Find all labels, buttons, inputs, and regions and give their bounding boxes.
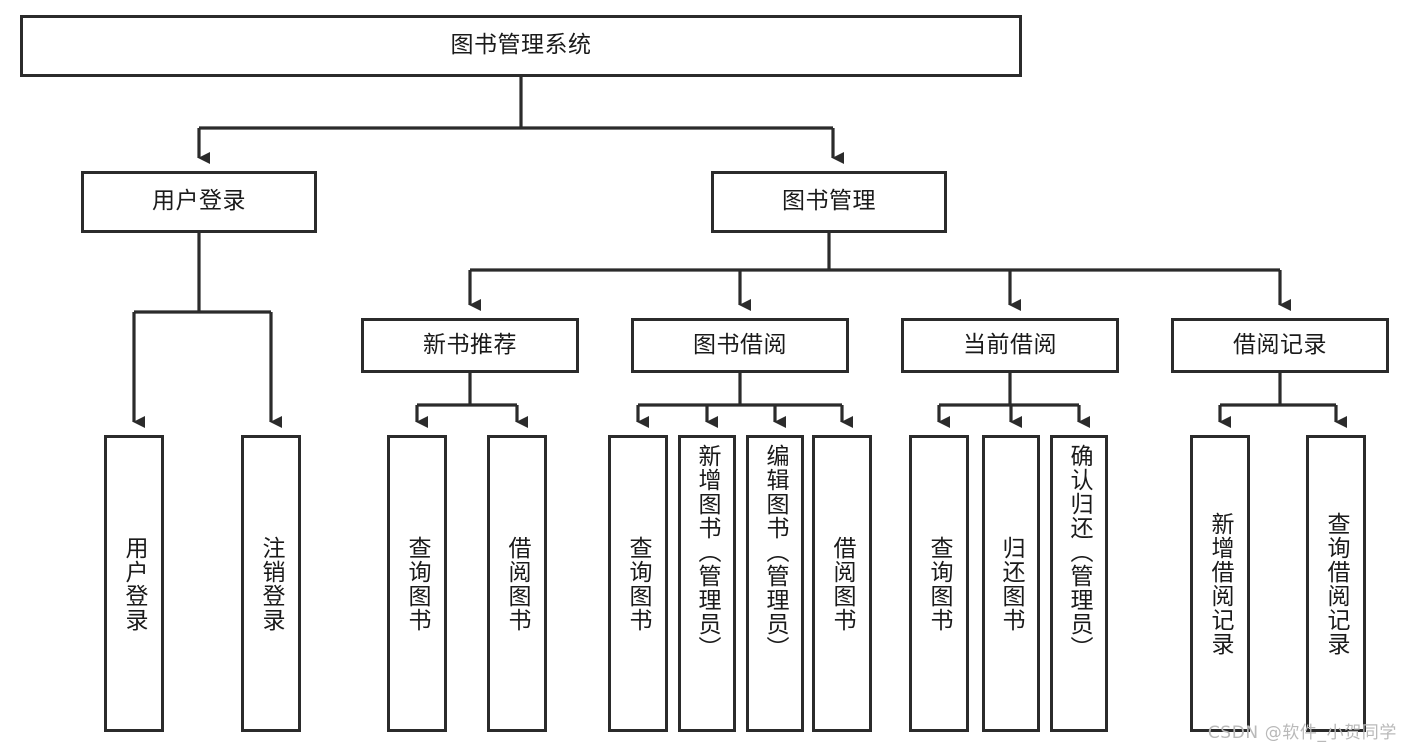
node-leaf-record-query[interactable]: 查询借阅记录 bbox=[1306, 435, 1366, 732]
node-leaf-current-return-book[interactable]: 归还图书 bbox=[982, 435, 1040, 732]
node-leaf-current-confirm-return-label: 确认归还（管理员） bbox=[1066, 444, 1093, 660]
node-leaf-rec-query-book-label: 查询图书 bbox=[404, 535, 431, 632]
node-leaf-current-query-book[interactable]: 查询图书 bbox=[909, 435, 969, 732]
node-borrow-record[interactable]: 借阅记录 bbox=[1171, 318, 1389, 373]
node-leaf-rec-query-book[interactable]: 查询图书 bbox=[387, 435, 447, 732]
csdn-watermark: CSDN @软件_小贺同学 bbox=[1207, 723, 1397, 743]
node-leaf-record-add-label: 新增借阅记录 bbox=[1207, 511, 1234, 656]
node-book-borrow-label: 图书借阅 bbox=[693, 331, 787, 358]
node-leaf-borrow-add-book-label: 新增图书（管理员） bbox=[694, 444, 721, 660]
node-leaf-current-query-book-label: 查询图书 bbox=[926, 535, 953, 632]
node-leaf-user-logout-label: 注销登录 bbox=[258, 535, 285, 632]
node-root[interactable]: 图书管理系统 bbox=[20, 15, 1022, 77]
node-leaf-borrow-add-book[interactable]: 新增图书（管理员） bbox=[678, 435, 736, 732]
node-leaf-borrow-borrow-book[interactable]: 借阅图书 bbox=[812, 435, 872, 732]
node-leaf-user-login-label: 用户登录 bbox=[121, 535, 148, 632]
node-leaf-current-confirm-return[interactable]: 确认归还（管理员） bbox=[1050, 435, 1108, 732]
node-leaf-record-add[interactable]: 新增借阅记录 bbox=[1190, 435, 1250, 732]
node-current-borrow-label: 当前借阅 bbox=[963, 331, 1057, 358]
node-user-login[interactable]: 用户登录 bbox=[81, 171, 317, 233]
node-root-label: 图书管理系统 bbox=[450, 32, 592, 59]
node-user-login-label: 用户登录 bbox=[152, 188, 246, 215]
node-book-manage[interactable]: 图书管理 bbox=[711, 171, 947, 233]
node-leaf-borrow-edit-book-label: 编辑图书（管理员） bbox=[762, 444, 789, 660]
node-borrow-record-label: 借阅记录 bbox=[1233, 331, 1327, 358]
node-book-borrow[interactable]: 图书借阅 bbox=[631, 318, 849, 373]
node-leaf-record-query-label: 查询借阅记录 bbox=[1323, 511, 1350, 656]
node-leaf-current-return-book-label: 归还图书 bbox=[998, 535, 1025, 632]
node-leaf-rec-borrow-book-label: 借阅图书 bbox=[504, 535, 531, 632]
node-leaf-borrow-query-book[interactable]: 查询图书 bbox=[608, 435, 668, 732]
node-leaf-borrow-query-book-label: 查询图书 bbox=[625, 535, 652, 632]
node-current-borrow[interactable]: 当前借阅 bbox=[901, 318, 1119, 373]
node-book-manage-label: 图书管理 bbox=[782, 188, 876, 215]
node-leaf-borrow-borrow-book-label: 借阅图书 bbox=[829, 535, 856, 632]
node-new-book-rec-label: 新书推荐 bbox=[423, 331, 517, 358]
node-new-book-rec[interactable]: 新书推荐 bbox=[361, 318, 579, 373]
node-leaf-user-logout[interactable]: 注销登录 bbox=[241, 435, 301, 732]
node-leaf-rec-borrow-book[interactable]: 借阅图书 bbox=[487, 435, 547, 732]
node-leaf-user-login[interactable]: 用户登录 bbox=[104, 435, 164, 732]
node-leaf-borrow-edit-book[interactable]: 编辑图书（管理员） bbox=[746, 435, 804, 732]
